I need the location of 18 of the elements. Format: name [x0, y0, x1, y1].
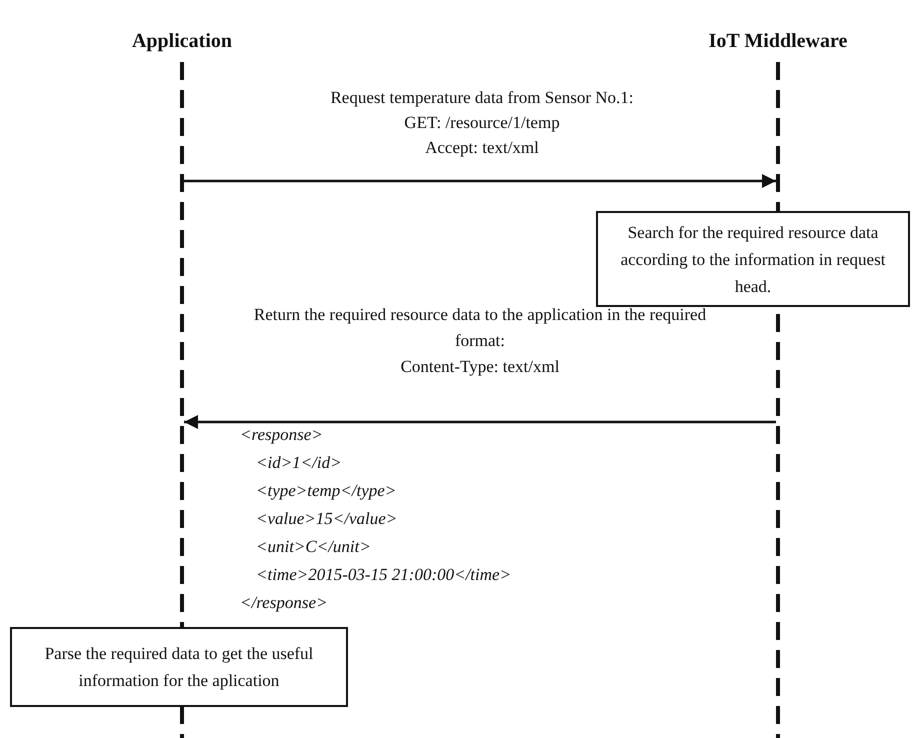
xml-line: <unit>C</unit> [256, 537, 371, 557]
xml-line: <response> [240, 425, 323, 445]
xml-line: <id>1</id> [256, 453, 342, 473]
lifeline-header: Application [132, 30, 232, 53]
message-text: Content-Type: text/xml [400, 356, 560, 378]
arrow [184, 174, 776, 188]
process-box: Parse the required data to get the useful information for the aplication [10, 627, 348, 707]
xml-line: <type>temp</type> [256, 481, 396, 501]
edge-label: Request temperature data from Sensor No.1: [329, 87, 635, 109]
message-text: GET: /resource/1/temp [404, 112, 560, 134]
message-text: Accept: text/xml [425, 137, 539, 159]
edge-label: Return the required resource data to the application in the required format: [252, 304, 708, 352]
arrow [184, 415, 776, 429]
process-box: Search for the required resource data according to the information in request head. [596, 211, 910, 307]
xml-line: <time>2015-03-15 21:00:00</time> [256, 565, 512, 585]
lifeline-header: IoT Middleware [708, 30, 848, 53]
xml-line: <value>15</value> [256, 509, 398, 529]
xml-line: </response> [240, 593, 328, 613]
